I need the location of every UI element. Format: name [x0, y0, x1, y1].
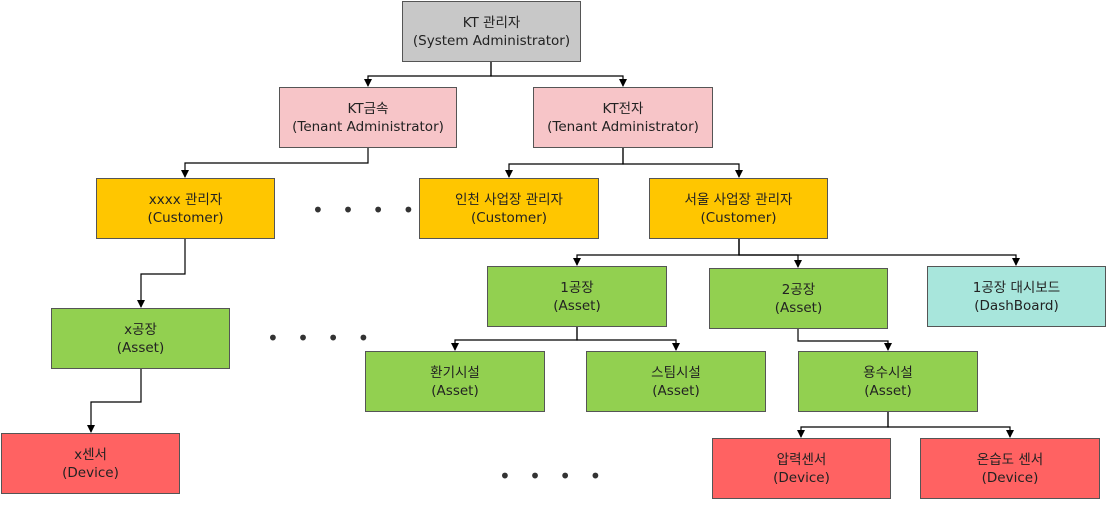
node-role: (Asset) — [431, 382, 479, 399]
node-role: (System Administrator) — [412, 32, 571, 49]
node-title: 서울 사업장 관리자 — [684, 191, 793, 208]
node-role: (Asset) — [864, 382, 912, 399]
node-water: 용수시설 (Asset) — [798, 351, 978, 412]
node-role: (Asset) — [774, 299, 823, 316]
ellipsis-assets: • • • • — [267, 326, 376, 350]
edge-water-to-temp-humidity — [887, 412, 1014, 438]
node-temp-humidity-sensor: 온습도 센서 (Device) — [920, 438, 1100, 499]
node-x-sensor: x센서 (Device) — [1, 433, 180, 494]
edge-seoul-to-factory-2 — [738, 239, 802, 268]
node-title: 용수시설 — [863, 364, 913, 381]
node-role: (Customer) — [700, 209, 777, 226]
node-title: 1공장 대시보드 — [972, 279, 1061, 296]
node-role: (Tenant Administrator) — [547, 118, 699, 135]
node-title: KT전자 — [602, 100, 644, 117]
node-role: (Device) — [981, 469, 1039, 486]
node-title: xxxx 관리자 — [148, 191, 223, 208]
node-title: 인천 사업장 관리자 — [455, 191, 563, 208]
node-role: (DashBoard) — [974, 297, 1059, 314]
node-factory-2: 2공장 (Asset) — [709, 268, 888, 329]
edge-kt-elec-to-incheon — [505, 148, 624, 178]
edge-kt-admin-to-kt-elec — [490, 62, 627, 87]
node-title: x센서 — [74, 446, 107, 463]
node-title: 2공장 — [781, 281, 816, 298]
edge-xxxx-to-x-factory — [137, 239, 186, 308]
node-incheon-manager: 인천 사업장 관리자 (Customer) — [419, 178, 599, 239]
edge-seoul-to-dashboard — [738, 239, 1020, 266]
node-pressure-sensor: 압력센서 (Device) — [712, 438, 891, 499]
node-factory-1: 1공장 (Asset) — [487, 266, 667, 327]
node-seoul-manager: 서울 사업장 관리자 (Customer) — [649, 178, 828, 239]
node-title: 온습도 센서 — [976, 451, 1044, 468]
edge-kt-metal-to-xxxx — [181, 148, 369, 178]
edge-factory-1-to-ventilation — [451, 327, 578, 351]
edge-kt-elec-to-seoul — [622, 148, 743, 178]
node-role: (Asset) — [116, 339, 165, 356]
node-x-factory: x공장 (Asset) — [51, 308, 230, 369]
node-xxxx-manager: xxxx 관리자 (Customer) — [96, 178, 275, 239]
node-title: KT 관리자 — [462, 14, 521, 31]
node-title: 압력센서 — [776, 451, 827, 468]
node-role: (Device) — [773, 469, 830, 486]
node-title: 1공장 — [560, 279, 594, 296]
edge-factory-1-to-steam — [576, 327, 680, 351]
edge-kt-admin-to-kt-metal — [364, 62, 492, 87]
edge-seoul-to-factory-1 — [573, 239, 740, 266]
node-title: 환기시설 — [430, 364, 480, 381]
node-role: (Customer) — [470, 209, 548, 226]
node-title: 스팀시설 — [651, 364, 701, 381]
node-title: x공장 — [124, 321, 157, 338]
node-role: (Asset) — [652, 382, 700, 399]
node-ventilation: 환기시설 (Asset) — [365, 351, 545, 412]
node-kt-admin: KT 관리자 (System Administrator) — [402, 1, 581, 62]
node-role: (Asset) — [553, 297, 601, 314]
edge-x-factory-to-x-sensor — [87, 369, 142, 433]
node-title: KT금속 — [347, 100, 389, 117]
node-kt-elec: KT전자 (Tenant Administrator) — [533, 87, 713, 148]
node-role: (Device) — [62, 464, 119, 481]
node-dashboard-1: 1공장 대시보드 (DashBoard) — [927, 266, 1106, 327]
node-role: (Tenant Administrator) — [292, 118, 444, 135]
node-role: (Customer) — [147, 209, 224, 226]
edge-factory-2-to-water — [797, 329, 892, 351]
ellipsis-devices: • • • • — [499, 464, 608, 488]
node-kt-metal: KT금속 (Tenant Administrator) — [279, 87, 457, 148]
edge-water-to-pressure — [797, 412, 889, 438]
node-steam: 스팀시설 (Asset) — [586, 351, 766, 412]
ellipsis-customers: • • • • — [312, 198, 421, 222]
